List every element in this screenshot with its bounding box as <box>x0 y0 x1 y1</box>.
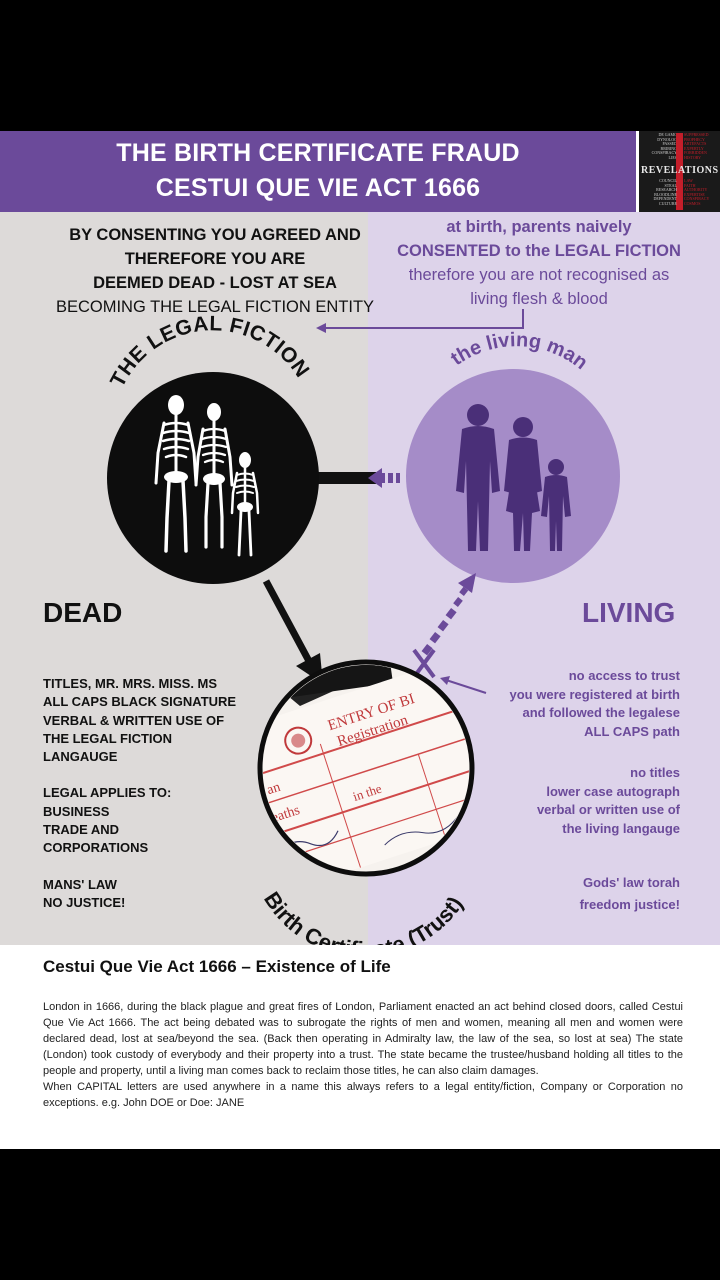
living-attributes-list: no access to trust you were registered a… <box>509 668 681 912</box>
title-banner: THE BIRTH CERTIFICATE FRAUD CESTUI QUE V… <box>0 131 636 212</box>
article-paragraph-2: When CAPITAL letters are used anywhere i… <box>43 1081 683 1109</box>
registration-arrow <box>262 579 323 684</box>
no-access-pointer-arrow <box>440 676 487 694</box>
birth-certificate-image: ENTRY OF BI Registration of an deaths in… <box>257 659 475 877</box>
connector-bar <box>316 472 376 484</box>
article-heading: Cestui Que Vie Act 1666 – Existence of L… <box>43 957 391 976</box>
living-man-label: the living man <box>447 329 592 374</box>
title-line-2: CESTUI QUE VIE ACT 1666 <box>155 174 481 202</box>
dotted-arrow-up <box>421 573 476 656</box>
article-body: London in 1666, during the black plague … <box>43 999 683 1111</box>
logo-wordmark: REVELATIONS <box>641 165 719 176</box>
article-paragraph-1: London in 1666, during the black plague … <box>43 1001 683 1077</box>
dead-attributes-list: TITLES, MR. MRS. MISS. MS ALL CAPS BLACK… <box>43 676 237 910</box>
living-heading: LIVING <box>582 597 676 628</box>
dead-heading: DEAD <box>43 597 123 628</box>
skeleton-figures-icon <box>154 395 260 557</box>
diagram-graphics: THE LEGAL FICTION <box>106 309 620 945</box>
consent-statement: BY CONSENTING YOU AGREED AND THEREFORE Y… <box>55 226 375 316</box>
birth-certificate-caption: Birth Certificate (Trust) <box>259 887 468 945</box>
infographic-poster: THE BIRTH CERTIFICATE FRAUD CESTUI QUE V… <box>0 131 720 1149</box>
dotted-arrow-left <box>368 468 400 488</box>
title-line-1: THE BIRTH CERTIFICATE FRAUD <box>116 139 520 167</box>
intro-pointer-arrow <box>316 309 524 333</box>
parents-consent-statement: at birth, parents naively CONSENTED to t… <box>397 218 681 308</box>
family-silhouette-icon <box>456 404 571 551</box>
